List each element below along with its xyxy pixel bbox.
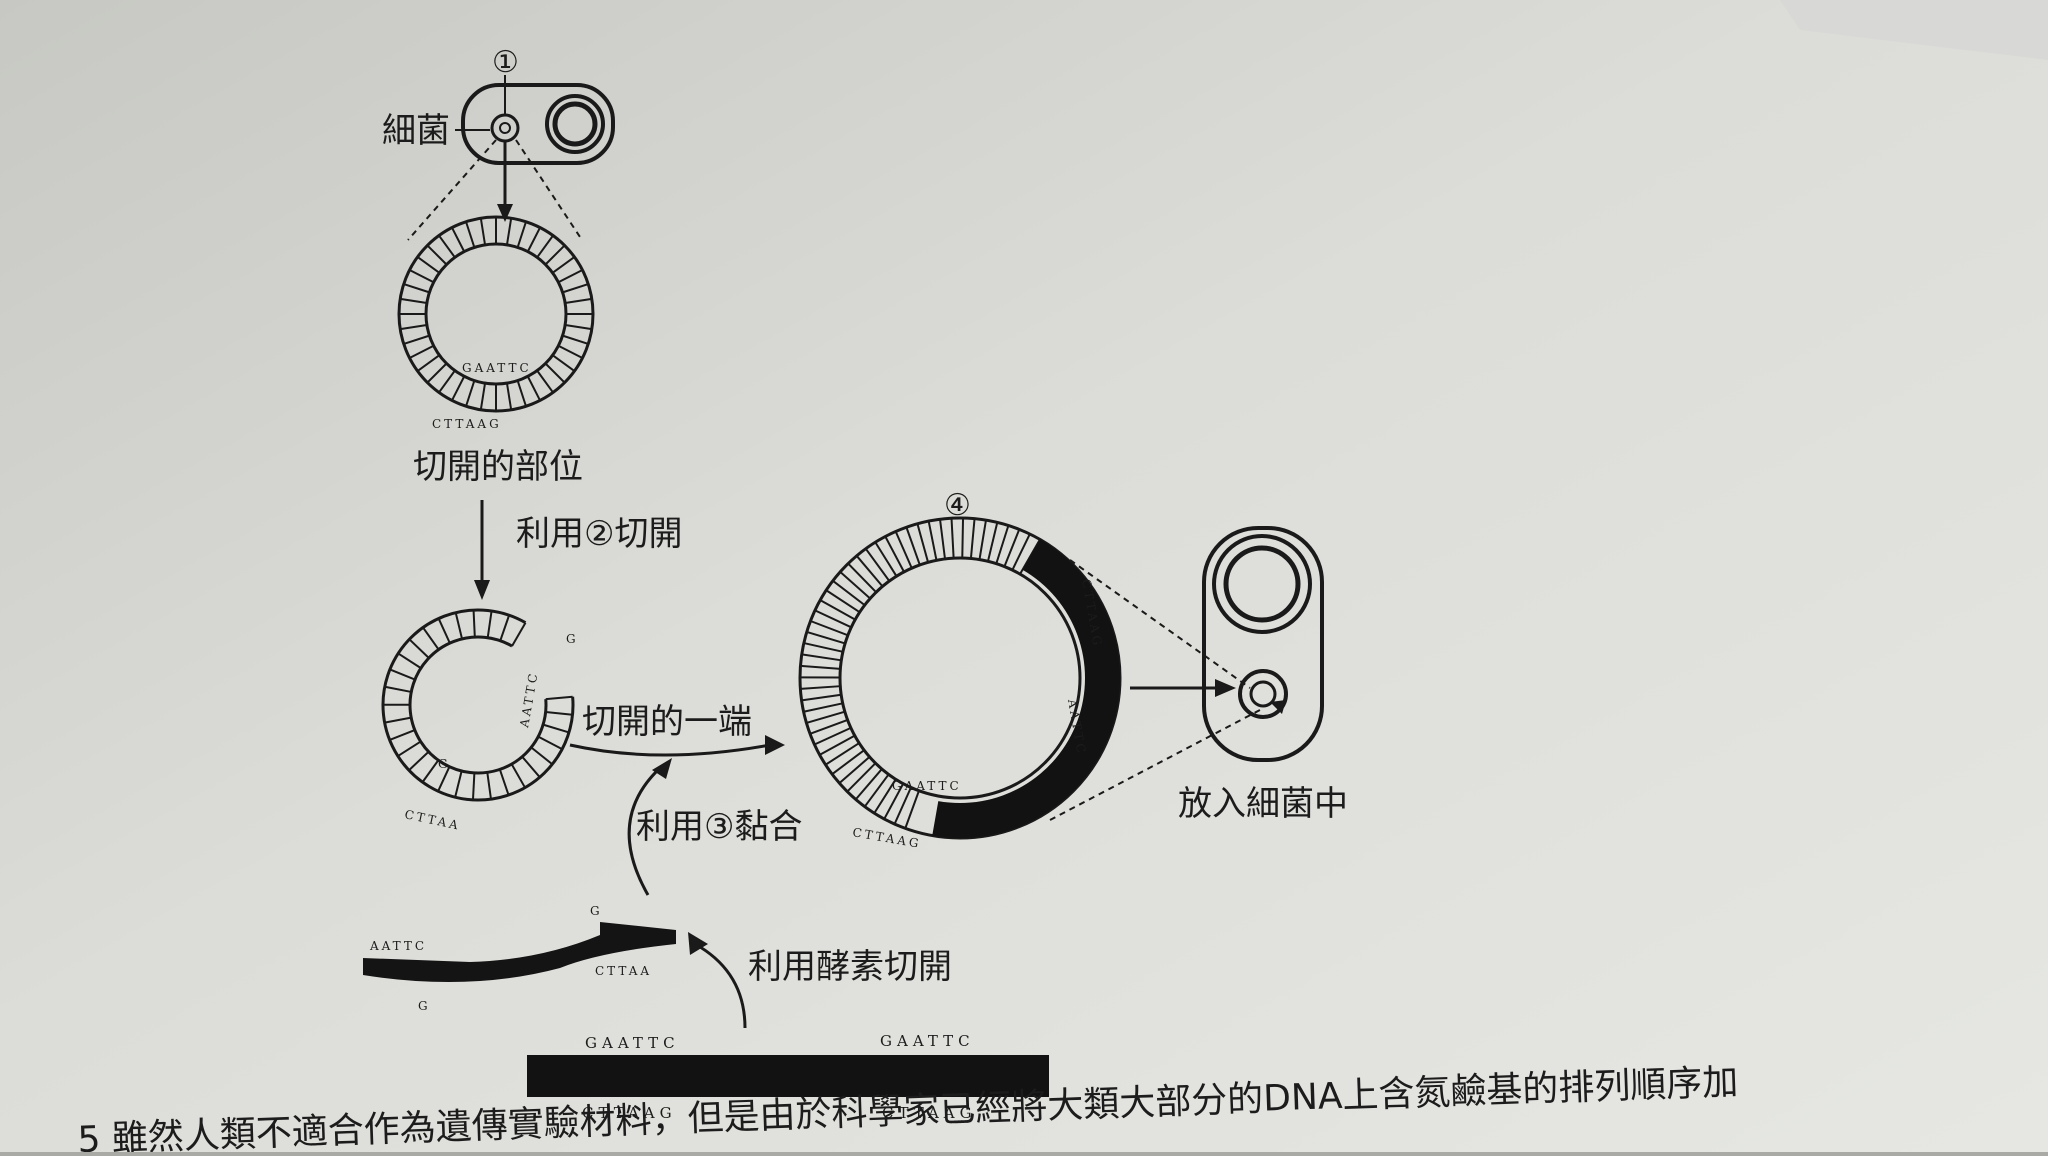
step-4-number: ④: [944, 488, 971, 523]
donor-top-right-sequence: GAATTC: [880, 1032, 975, 1050]
ring4-bottom-inner-sequence: GAATTC: [892, 779, 962, 793]
cut-with-enzyme-label: 利用酵素切開: [748, 947, 952, 987]
donor-top-left-sequence: GAATTC: [585, 1034, 680, 1052]
opened-bottom-g: G: [438, 757, 451, 771]
join-with-3-label: 利用③黏合: [636, 807, 802, 847]
bacteria-label: 細菌: [382, 111, 450, 151]
ring1-outer-sequence: CTTAAG: [432, 417, 502, 431]
insert-into-bacteria-label: 放入細菌中: [1178, 784, 1348, 824]
fragment-bottom-sequence: CTTAA: [595, 964, 652, 978]
ring-segment: [962, 518, 963, 558]
fragment-bottom-g: G: [418, 999, 431, 1013]
cut-site-label: 切開的部位: [413, 447, 583, 487]
fragment-top-sequence: AATTC: [369, 939, 427, 953]
fragment-top-g: G: [590, 904, 603, 918]
ring1-inner-sequence: GAATTC: [462, 361, 532, 375]
cut-end-label: 切開的一端: [582, 702, 752, 742]
ring-segment: [473, 773, 474, 800]
cut-with-2-label: 利用②切開: [516, 514, 682, 554]
step-1-number: ①: [492, 45, 519, 80]
opened-top-g: G: [566, 632, 579, 646]
ring-segment: [474, 610, 475, 637]
